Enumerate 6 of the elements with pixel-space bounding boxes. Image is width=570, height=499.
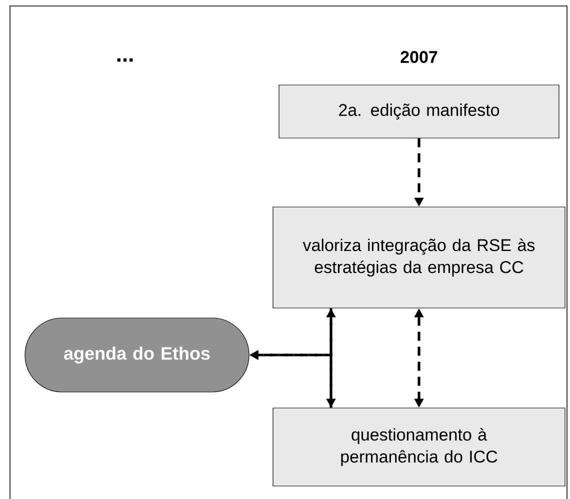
process-box: valoriza integração da RSE às estratégias da empresa CC <box>272 206 566 308</box>
process-box: 2a. edição manifesto <box>278 84 560 138</box>
ellipsis: ... <box>117 58 133 62</box>
process-box: questionamento à permanência do ICC <box>272 408 566 486</box>
year-heading: 2007 <box>400 50 438 64</box>
terminal-pill: agenda do Ethos <box>24 318 250 392</box>
